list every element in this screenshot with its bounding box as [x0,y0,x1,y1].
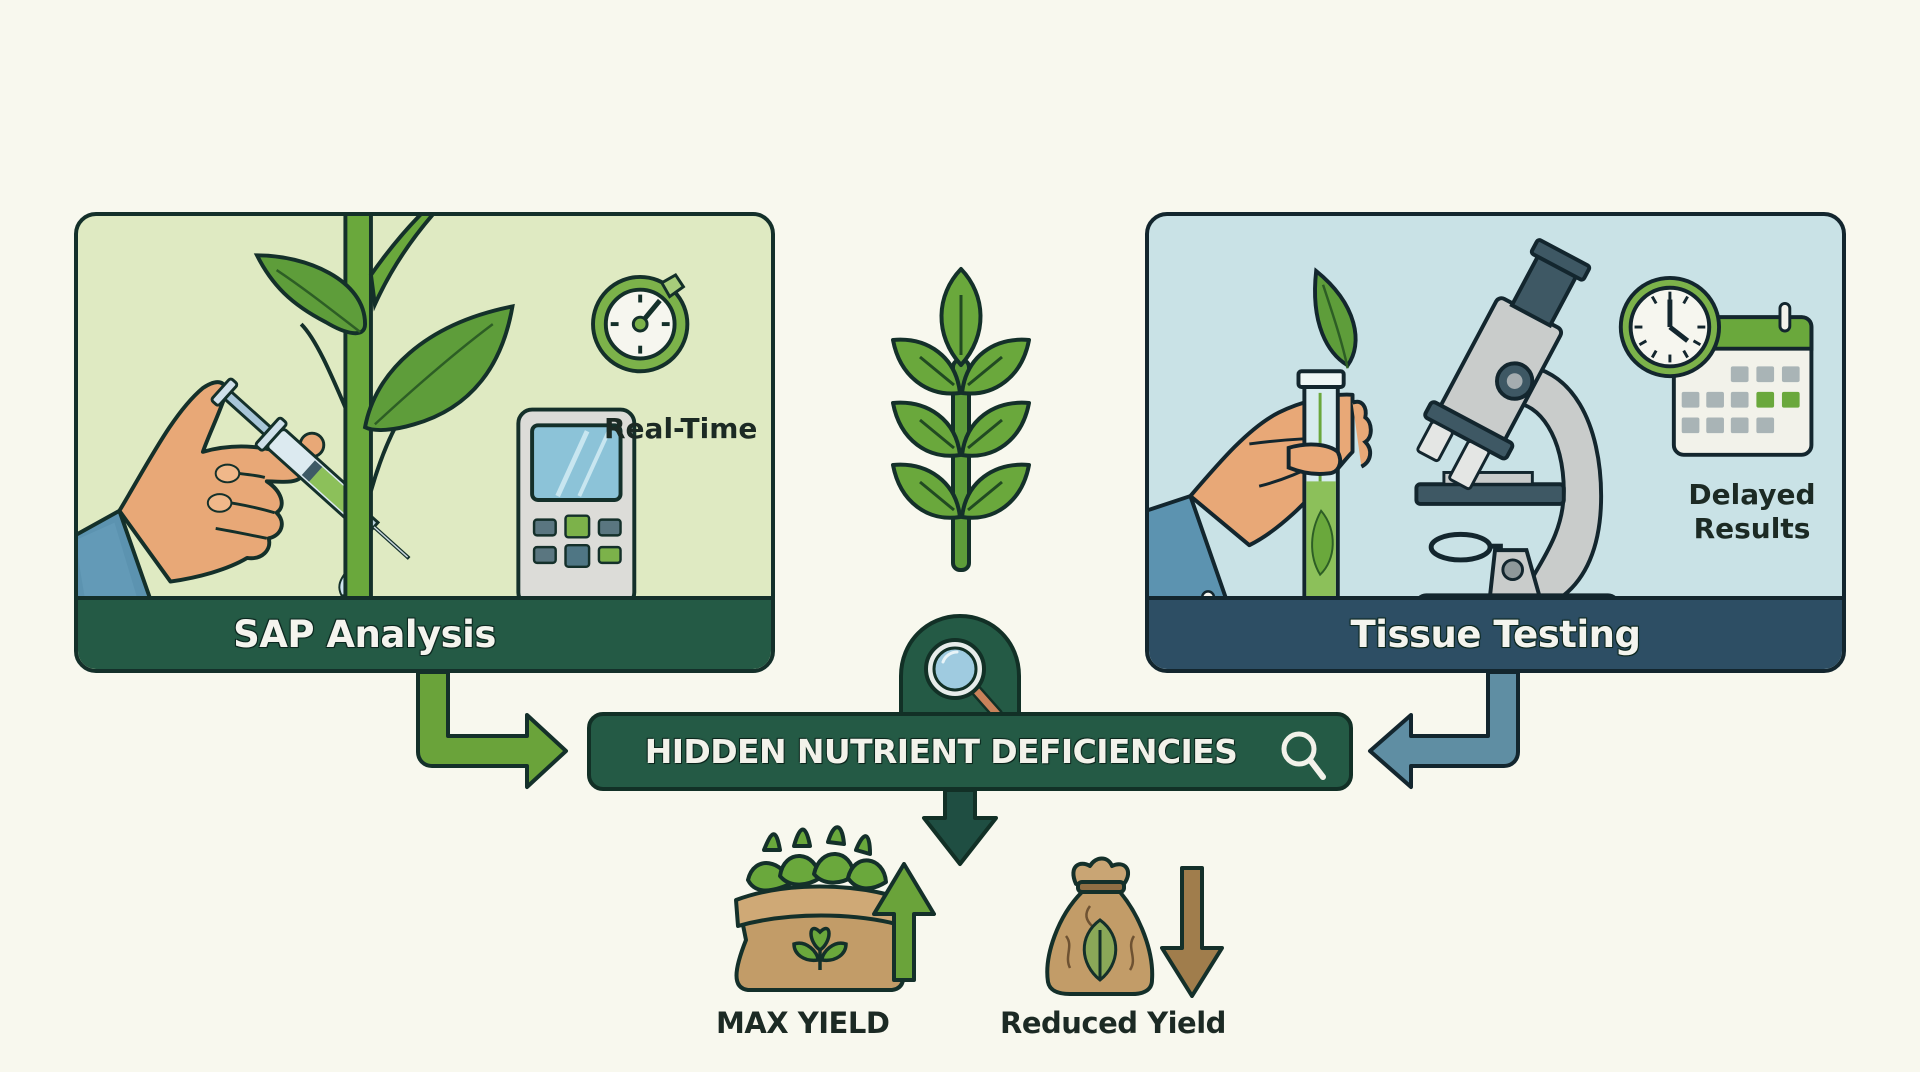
banner-title: HIDDEN NUTRIENT DEFICIENCIES [644,732,1238,771]
delayed-results-line-2: Results [1693,511,1811,545]
sap-to-deficiency-arrow [416,670,568,789]
handheld-meter-icon [516,407,637,609]
tissue-testing-title: Tissue Testing [1350,613,1641,656]
clock-calendar-icon [1618,275,1814,457]
plant-stem-icon [253,216,515,608]
tissue-testing-label-strip: Tissue Testing [1149,596,1842,669]
tissue-to-deficiency-arrow [1368,670,1520,789]
full-sack-plants-icon [734,825,908,992]
search-icon [1281,731,1326,780]
tissue-testing-panel: Delayed Results Tissue Testing [1145,212,1846,673]
delayed-results-annotation: Delayed Results [1677,478,1827,545]
sap-analysis-panel: Real-Time SAP Analysis [74,212,775,673]
tied-sack-icon [1045,856,1155,996]
reduced-yield-label: Reduced Yield [1000,1006,1226,1040]
yield-up-arrow-icon [872,862,936,982]
stopwatch-icon [591,272,690,374]
hidden-nutrient-deficiencies-banner: HIDDEN NUTRIENT DEFICIENCIES [587,712,1353,791]
tissue-testing-illustration [1149,238,1814,649]
fern-branch-icon [891,267,1031,572]
hand-icon [117,380,326,584]
sap-analysis-title: SAP Analysis [233,613,496,656]
deficiency-to-outcome-arrow [922,788,998,866]
magnifier-icon [924,638,1003,720]
real-time-annotation: Real-Time [604,412,758,445]
delayed-results-line-1: Delayed [1688,478,1816,511]
max-yield-label: MAX YIELD [716,1006,890,1040]
sap-analysis-label-strip: SAP Analysis [78,596,771,669]
yield-down-arrow-icon [1160,866,1224,998]
magnifier-bubble [899,614,1021,724]
